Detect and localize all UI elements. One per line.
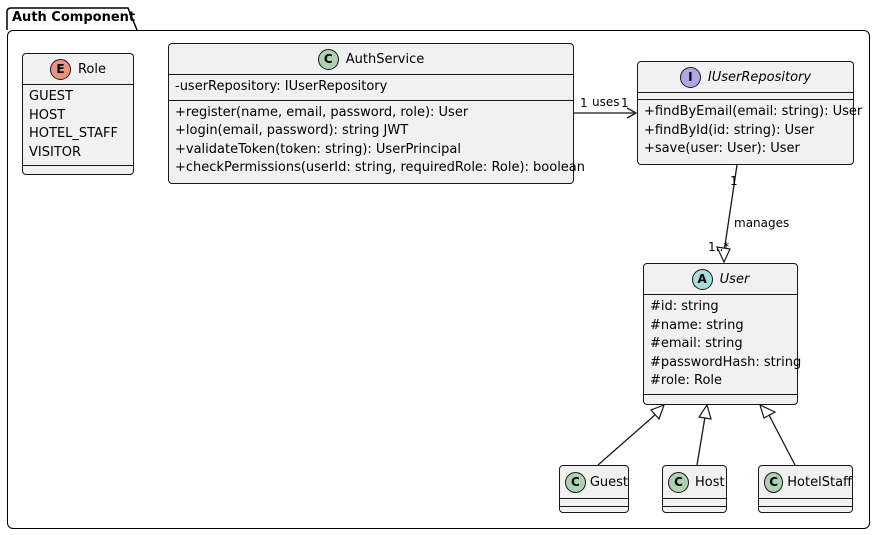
authservice-methods: +register(name, email, password, role): … xyxy=(169,99,586,181)
package-frame xyxy=(7,30,870,529)
host-methods-section xyxy=(663,506,726,513)
iuserrepository-header: I IUserRepository xyxy=(638,62,853,92)
authservice-header: C AuthService xyxy=(169,44,573,74)
manages-association-line xyxy=(723,164,738,253)
iuserrepository-method: +findByEmail(email: string): User xyxy=(644,104,863,119)
role-value: GUEST xyxy=(29,89,73,104)
user-field: #role: Role xyxy=(650,373,723,388)
class-stereotype-icon: C xyxy=(764,471,784,493)
hotelstaff-header: C HotelStaff xyxy=(759,466,852,498)
guest-inheritance-arrowhead xyxy=(649,403,666,421)
role-name: Role xyxy=(77,61,106,77)
guest-fields-section xyxy=(560,498,628,506)
user-field: #email: string xyxy=(650,336,743,351)
user-name: User xyxy=(719,271,750,287)
authservice-name: AuthService xyxy=(345,51,425,67)
package-title: Auth Component xyxy=(12,10,136,25)
user-empty-section xyxy=(644,393,797,401)
guest-inheritance-line xyxy=(597,413,657,466)
host-header: C Host xyxy=(663,466,726,498)
user-field: #id: string xyxy=(650,299,719,314)
uses-target-multiplicity: 1 xyxy=(621,96,629,110)
guest-header: C Guest xyxy=(560,466,628,498)
user-abstract-class-box[interactable]: A User #id: string #name: string #email:… xyxy=(643,263,802,405)
user-field: #name: string xyxy=(650,317,744,333)
manages-target-multiplicity: 1..* xyxy=(708,240,730,254)
class-stereotype-icon: C xyxy=(317,48,339,70)
hotelstaff-inheritance-line xyxy=(768,414,796,466)
user-fields: #id: string #name: string #email: string… xyxy=(644,294,802,394)
uses-label: uses xyxy=(592,95,620,109)
abstract-stereotype-icon: A xyxy=(691,268,713,290)
role-value: HOST xyxy=(29,107,66,123)
authservice-method: +checkPermissions(userId: string, requir… xyxy=(175,160,586,175)
class-stereotype-icon: C xyxy=(668,471,689,493)
interface-stereotype-icon: I xyxy=(679,66,701,88)
user-field: #passwordHash: string xyxy=(650,354,802,370)
host-name: Host xyxy=(695,474,725,490)
hotelstaff-fields-section xyxy=(759,498,852,506)
uses-source-multiplicity: 1 xyxy=(580,96,588,110)
role-enum-box[interactable]: E Role GUEST HOST HOTEL_STAFF VISITOR xyxy=(22,53,134,175)
iuserrepository-interface-box[interactable]: I IUserRepository +findByEmail(email: st… xyxy=(637,61,863,165)
guest-methods-section xyxy=(560,506,628,513)
hotelstaff-inheritance-arrowhead xyxy=(759,403,777,419)
iuserrepository-method: +findById(id: string): User xyxy=(644,122,815,138)
role-value: HOTEL_STAFF xyxy=(29,126,118,141)
iuserrepository-methods: +findByEmail(email: string): User +findB… xyxy=(638,99,863,162)
authservice-method: +login(email, password): string JWT xyxy=(175,123,409,138)
iuserrepository-empty-section xyxy=(638,92,853,99)
role-header: E Role xyxy=(23,54,133,84)
uses-arrowhead xyxy=(626,107,638,119)
iuserrepository-method: +save(user: User): User xyxy=(644,141,800,156)
hotelstaff-class-box[interactable]: C HotelStaff xyxy=(758,465,853,513)
authservice-field: -userRepository: IUserRepository xyxy=(175,79,388,94)
host-inheritance-arrowhead xyxy=(697,403,712,420)
host-fields-section xyxy=(663,498,726,506)
host-inheritance-line xyxy=(696,416,706,466)
role-values: GUEST HOST HOTEL_STAFF VISITOR xyxy=(23,84,133,165)
authservice-method: +register(name, email, password, role): … xyxy=(175,104,469,120)
authservice-method: +validateToken(token: string): UserPrinc… xyxy=(175,141,461,157)
host-class-box[interactable]: C Host xyxy=(662,465,727,513)
role-empty-section xyxy=(23,165,133,174)
authservice-fields: -userRepository: IUserRepository xyxy=(169,74,573,100)
hotelstaff-methods-section xyxy=(759,506,852,513)
guest-class-box[interactable]: C Guest xyxy=(559,465,629,513)
class-stereotype-icon: C xyxy=(565,471,586,493)
package-tab xyxy=(6,7,138,31)
manages-source-multiplicity: 1 xyxy=(730,174,738,188)
user-header: A User xyxy=(644,264,797,294)
manages-label: manages xyxy=(734,216,790,230)
iuserrepository-name: IUserRepository xyxy=(707,69,812,85)
enum-stereotype-icon: E xyxy=(49,58,71,80)
authservice-class-box[interactable]: C AuthService -userRepository: IUserRepo… xyxy=(168,43,586,184)
guest-name: Guest xyxy=(589,474,628,490)
manages-arrowhead xyxy=(715,246,731,264)
role-value: VISITOR xyxy=(29,144,82,160)
hotelstaff-name: HotelStaff xyxy=(787,474,852,490)
